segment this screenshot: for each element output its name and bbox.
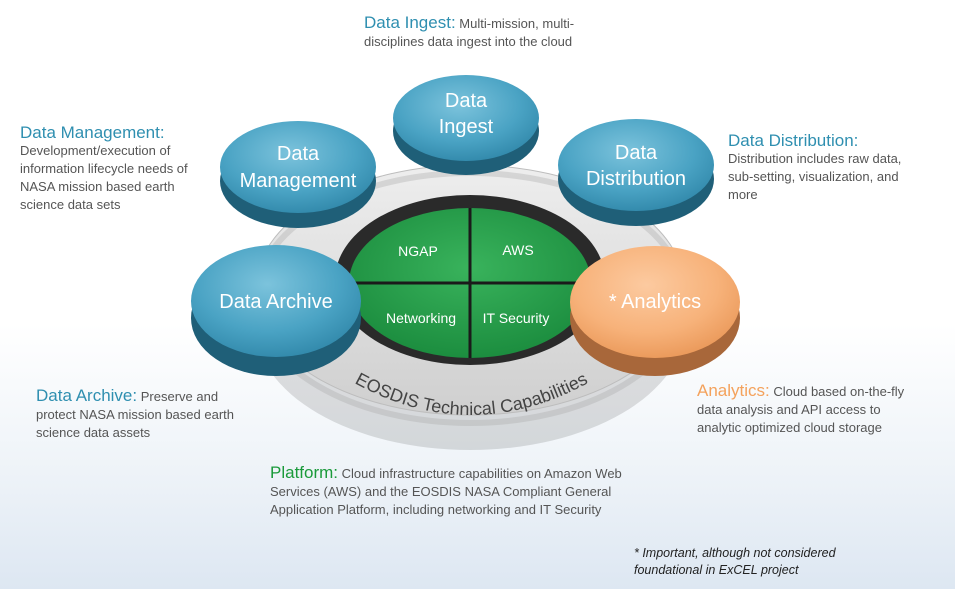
desc-data-management-line1: Development/execution of — [20, 143, 171, 158]
desc-data-management-line3: NASA mission based earth — [20, 179, 175, 194]
node-data-archive: Data Archive — [191, 245, 361, 376]
desc-platform-heading: Platform: — [270, 463, 339, 482]
desc-data-distribution-line3: more — [728, 187, 758, 202]
desc-data-management: Data Management: Development/execution o… — [20, 124, 188, 214]
desc-data-distribution-heading: Data Distribution: — [728, 131, 859, 150]
node-data-distribution-line2: Distribution — [586, 168, 686, 190]
desc-data-management-heading: Data Management: — [20, 123, 165, 142]
node-analytics: * Analytics — [570, 246, 740, 376]
desc-data-archive-line1: Preserve and — [140, 389, 219, 404]
node-data-distribution: Data Distribution — [558, 119, 714, 226]
desc-data-archive-line3: science data assets — [36, 425, 151, 440]
node-data-ingest-line2: Ingest — [439, 116, 494, 138]
quadrant-it-security: IT Security — [483, 310, 550, 326]
quadrant-ngap: NGAP — [398, 243, 438, 259]
node-data-management-line1: Data — [277, 143, 320, 165]
desc-data-ingest: Data Ingest: Multi-mission, multi- disci… — [364, 14, 574, 51]
node-data-management: Data Management — [220, 121, 376, 228]
footnote-line1: * Important, although not considered — [634, 546, 836, 560]
desc-data-distribution: Data Distribution: Distribution includes… — [728, 132, 901, 204]
node-analytics-label: * Analytics — [609, 291, 701, 313]
node-data-archive-label: Data Archive — [219, 291, 332, 313]
desc-platform-line2: Services (AWS) and the EOSDIS NASA Compl… — [270, 484, 612, 499]
desc-analytics-line2: data analysis and API access to — [697, 402, 881, 417]
desc-data-ingest-heading: Data Ingest: — [364, 13, 456, 32]
desc-data-archive: Data Archive: Preserve and protect NASA … — [36, 387, 234, 442]
desc-data-archive-heading: Data Archive: — [36, 386, 138, 405]
desc-data-ingest-line1: Multi-mission, multi- — [459, 16, 575, 31]
footnote: * Important, although not considered fou… — [634, 545, 836, 579]
desc-data-management-line2: information lifecycle needs of — [20, 161, 188, 176]
desc-analytics-line3: analytic optimized cloud storage — [697, 420, 882, 435]
desc-data-distribution-line1: Distribution includes raw data, — [728, 151, 902, 166]
node-data-ingest: Data Ingest — [393, 75, 539, 175]
desc-platform-line3: Application Platform, including networki… — [270, 502, 602, 517]
desc-data-distribution-line2: sub-setting, visualization, and — [728, 169, 899, 184]
desc-platform: Platform: Cloud infrastructure capabilit… — [270, 464, 622, 519]
node-data-management-line2: Management — [240, 170, 357, 192]
desc-analytics: Analytics: Cloud based on-the-fly data a… — [697, 382, 904, 437]
desc-data-ingest-line2: disciplines data ingest into the cloud — [364, 34, 573, 49]
quadrant-networking: Networking — [386, 310, 456, 326]
quadrant-aws: AWS — [502, 242, 533, 258]
desc-analytics-line1: Cloud based on-the-fly — [773, 384, 905, 399]
node-data-ingest-line1: Data — [445, 90, 488, 112]
footnote-line2: foundational in ExCEL project — [634, 563, 799, 577]
node-data-distribution-line1: Data — [615, 142, 658, 164]
desc-platform-line1: Cloud infrastructure capabilities on Ama… — [341, 466, 622, 481]
desc-data-archive-line2: protect NASA mission based earth — [36, 407, 234, 422]
desc-data-management-line4: science data sets — [20, 197, 121, 212]
desc-analytics-heading: Analytics: — [697, 381, 770, 400]
